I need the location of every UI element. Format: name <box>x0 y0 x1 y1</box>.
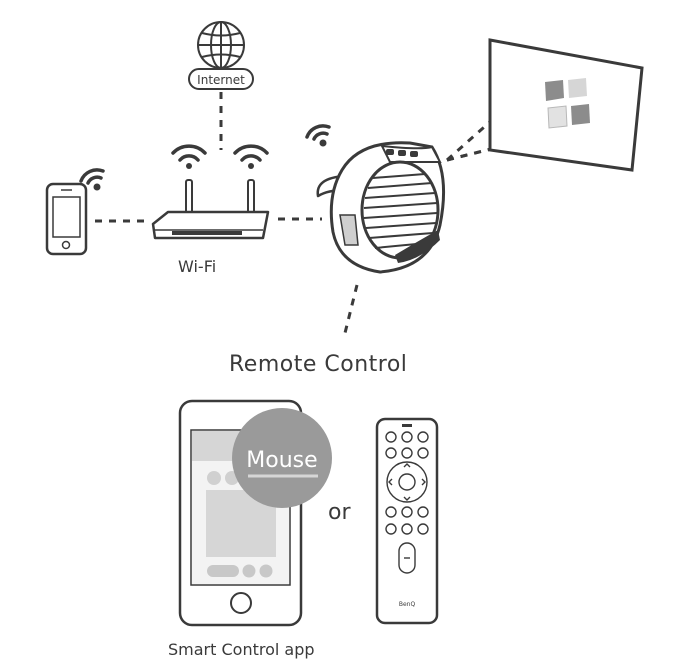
wifi-icon <box>305 124 331 149</box>
screen-icon <box>488 38 644 172</box>
router-icon <box>151 179 270 240</box>
wifi-icon <box>171 144 269 169</box>
mouse-label: Mouse <box>246 448 317 473</box>
smart-control-app-label: Smart Control app <box>168 640 315 659</box>
remote-icon <box>375 417 439 625</box>
mouse-mode-badge <box>232 408 332 508</box>
remote-brand-label: BenQ <box>399 601 416 608</box>
internet-badge <box>188 68 254 90</box>
projector-icon <box>316 141 446 274</box>
or-label: or <box>328 500 351 525</box>
internet-label: Internet <box>197 73 245 87</box>
wifi-label: Wi-Fi <box>178 257 217 276</box>
remote-control-heading: Remote Control <box>229 352 408 377</box>
smartphone-icon <box>45 182 88 256</box>
globe-icon <box>197 21 245 69</box>
